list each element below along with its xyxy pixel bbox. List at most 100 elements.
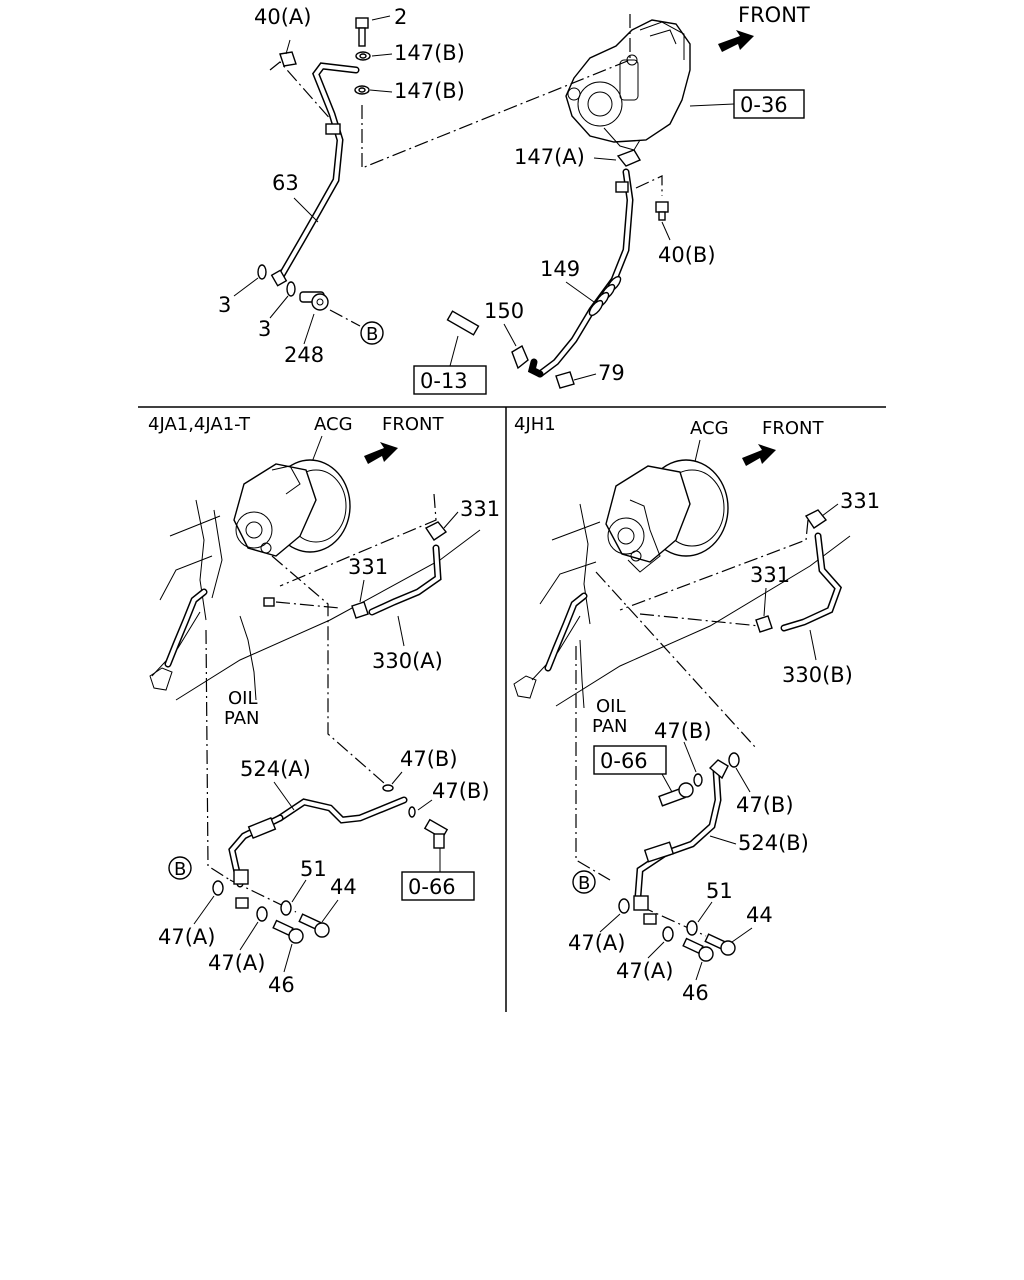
label-51-right: 51	[706, 879, 733, 903]
bolt-46-right	[682, 937, 714, 962]
washer-3	[257, 264, 267, 280]
gasket-147a	[616, 149, 642, 167]
oil-label-right: OIL	[596, 696, 626, 717]
label-331-1: 331	[460, 497, 500, 521]
label-51: 51	[300, 857, 327, 881]
label-3-2: 3	[258, 317, 271, 341]
label-79: 79	[598, 361, 625, 385]
clip-150	[511, 344, 529, 370]
label-47b-2-right: 47(B)	[736, 793, 794, 817]
bolt-44-right	[704, 933, 736, 956]
label-63: 63	[272, 171, 299, 195]
pan-label-right: PAN	[592, 716, 627, 737]
engine-outline-right	[531, 521, 851, 707]
ref-box-0-36	[733, 89, 805, 119]
label-330b: 330(B)	[782, 663, 853, 687]
label-47a-1-right: 47(A)	[568, 931, 625, 955]
label-331-2-right: 331	[750, 563, 790, 587]
label-46-right: 46	[682, 981, 709, 1005]
washer-47a-2-right	[662, 926, 674, 942]
label-524b: 524(B)	[738, 831, 809, 855]
stud	[446, 310, 480, 336]
bolt-40b	[655, 201, 669, 221]
label-524a: 524(A)	[240, 757, 311, 781]
label-147b-1: 147(B)	[394, 41, 465, 65]
bolt-2	[355, 17, 369, 47]
label-331-2: 331	[348, 555, 388, 579]
bolt-44	[298, 913, 330, 938]
alternator-right	[605, 459, 729, 573]
bolt-46	[272, 919, 304, 944]
alternator-left	[233, 459, 351, 557]
washer-47a	[212, 880, 224, 896]
label-46: 46	[268, 973, 295, 997]
ref-box-0-66-right	[593, 745, 667, 775]
clip-331-lower-right	[755, 615, 773, 633]
washer-47b-2-right	[728, 752, 740, 768]
acg-label-right: ACG	[690, 418, 729, 439]
pipe-524a	[276, 796, 408, 824]
label-330a: 330(A)	[372, 649, 443, 673]
banjo-bolt-right	[658, 782, 694, 807]
front-arrow-icon-left	[364, 442, 398, 464]
section-title-4jh1: 4JH1	[514, 414, 556, 435]
right-section: 4JH1 ACG FRONT OIL PAN 331	[513, 414, 880, 1005]
washer-47b-right	[693, 773, 703, 787]
label-147b-2: 147(B)	[394, 79, 465, 103]
front-label-right: FRONT	[762, 418, 824, 439]
washer-51-right	[686, 920, 698, 936]
section-title-4ja1: 4JA1,4JA1-T	[148, 414, 251, 435]
label-47a-2-right: 47(A)	[616, 959, 673, 983]
eye-bolt-248	[299, 291, 329, 311]
front-arrow-icon	[718, 30, 754, 52]
centerline	[635, 175, 663, 196]
circle-b-marker	[360, 321, 384, 345]
washer-47a-2	[256, 906, 268, 922]
label-150: 150	[484, 299, 524, 323]
acg-label: ACG	[314, 414, 353, 435]
vacuum-pump	[565, 19, 691, 151]
label-47a-1: 47(A)	[158, 925, 215, 949]
label-2: 2	[394, 5, 407, 29]
front-label-left: FRONT	[382, 414, 444, 435]
ref-0-36: 0-36	[740, 93, 788, 117]
pan-label: PAN	[224, 708, 259, 729]
label-3-1: 3	[218, 293, 231, 317]
label-331-1-right: 331	[840, 489, 880, 513]
clip-331-upper-right	[804, 509, 828, 529]
clip-331-lower	[351, 601, 369, 619]
label-147a: 147(A)	[514, 145, 585, 169]
label-47a-2: 47(A)	[208, 951, 265, 975]
hose-330b	[780, 532, 843, 632]
label-44-right: 44	[746, 903, 773, 927]
ref-0-13: 0-13	[420, 369, 468, 393]
top-section: FRONT 0-36 40(A) 2	[218, 3, 810, 395]
svg-text:B: B	[174, 859, 186, 880]
washer-51	[280, 900, 292, 916]
ref-box-0-13	[413, 365, 487, 395]
ref-box-0-66-left	[401, 871, 475, 901]
washer-47b	[382, 784, 394, 792]
washer-47b-2	[408, 806, 416, 818]
label-47b-1: 47(B)	[400, 747, 458, 771]
circle-b-right	[572, 870, 596, 894]
centerline	[361, 14, 631, 169]
front-label: FRONT	[738, 3, 810, 27]
label-circle-b: B	[366, 324, 378, 345]
hose-corrugation	[588, 275, 622, 317]
label-149: 149	[540, 257, 580, 281]
centerline	[269, 61, 341, 131]
washer-47a-right	[618, 898, 630, 914]
front-arrow-icon-right	[742, 444, 776, 466]
banjo-bolt	[423, 818, 449, 849]
label-44: 44	[330, 875, 357, 899]
svg-text:B: B	[578, 873, 590, 894]
label-47b-2: 47(B)	[432, 779, 490, 803]
left-section: 4JA1,4JA1-T ACG FRONT OIL PAN	[148, 414, 500, 997]
ref-0-66-right: 0-66	[600, 749, 648, 773]
clip-331-upper	[424, 521, 448, 541]
label-248: 248	[284, 343, 324, 367]
oil-label: OIL	[228, 688, 258, 709]
ref-0-66-left: 0-66	[408, 875, 456, 899]
